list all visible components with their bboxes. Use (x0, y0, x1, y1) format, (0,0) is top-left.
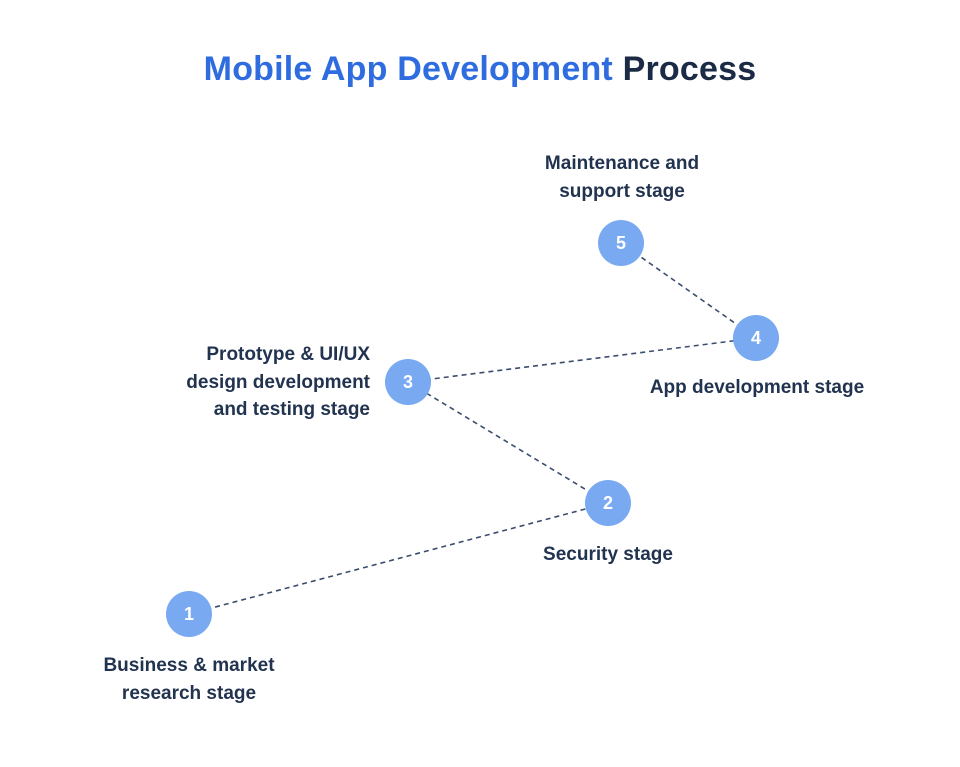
stage-4-label-line-1: App development stage (649, 377, 865, 398)
stage-1-label: Business & market research stage (58, 652, 320, 708)
connector-stage2-stage3 (407, 381, 609, 504)
title-rest: Process (612, 50, 757, 88)
stage-2-label: Security stage (477, 541, 739, 569)
stage-1-label-line-1: Business & market (103, 655, 275, 676)
connector-stage3-stage4 (407, 337, 757, 383)
stage-1-circle: 1 (166, 591, 212, 637)
stage-3-circle: 3 (385, 359, 431, 405)
stage-2-circle: 2 (585, 480, 631, 526)
title-highlight: Mobile App Development (203, 50, 613, 88)
stage-4-label: App development stage (626, 374, 888, 402)
stage-3-label: Prototype & UI/UX design development and… (110, 341, 370, 424)
stage-3-label-line-2: design development (186, 371, 370, 393)
stage-2-label-line-1: Security stage (543, 544, 673, 565)
stage-5-label: Maintenance and support stage (491, 150, 753, 206)
stage-5-circle: 5 (598, 220, 644, 266)
stage-5-label-line-1: Maintenance and (544, 153, 700, 174)
stage-3-label-line-1: Prototype & UI/UX (206, 344, 370, 365)
connector-stage4-stage5 (620, 242, 757, 339)
stage-1-label-line-2: research stage (121, 683, 257, 704)
stage-5-label-line-2: support stage (559, 181, 685, 202)
stage-3-label-line-3: and testing stage (213, 399, 370, 420)
connector-stage1-stage2 (188, 502, 609, 615)
page-title: Mobile App Development Process (0, 50, 960, 89)
stage-4-circle: 4 (733, 315, 779, 361)
